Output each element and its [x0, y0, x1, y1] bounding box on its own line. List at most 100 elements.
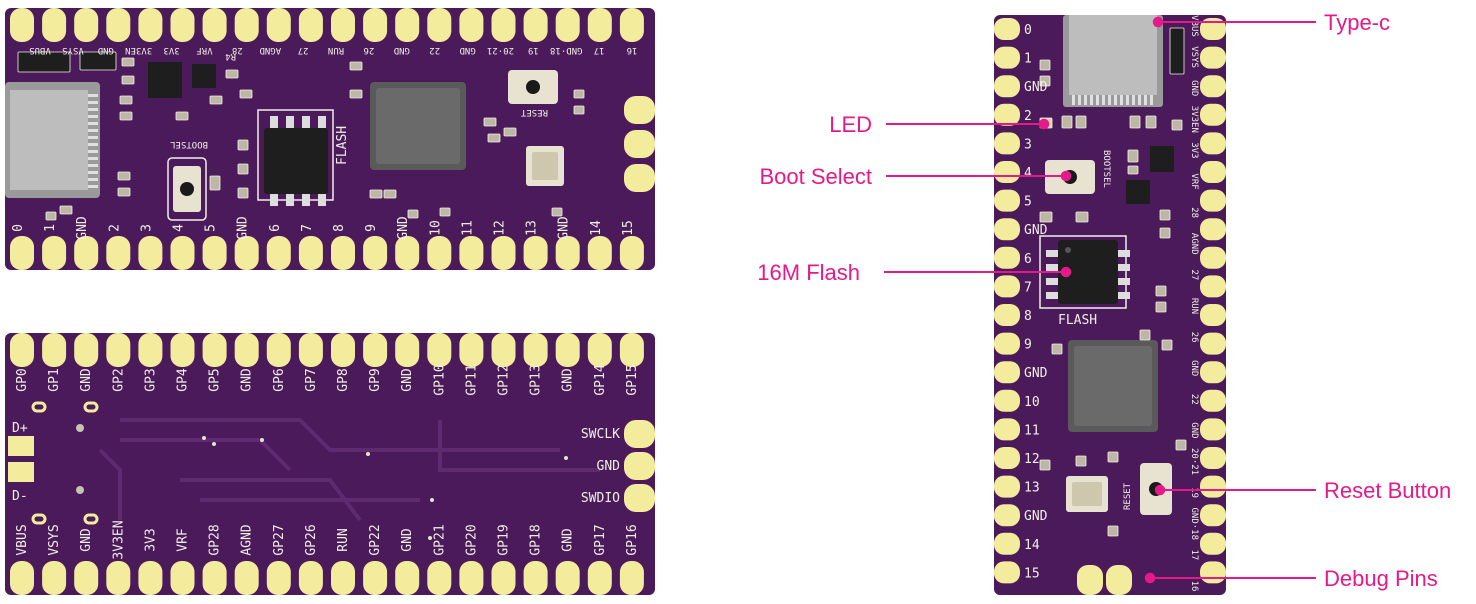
- smd-component: [1129, 115, 1141, 129]
- regulator: [148, 62, 182, 98]
- smd-component: [1127, 165, 1139, 175]
- pin-pad: [138, 8, 163, 42]
- smd-component: [237, 163, 249, 175]
- pin-pad: [331, 236, 355, 270]
- pin-pad: [234, 333, 259, 367]
- top-board-bottom-label: 1: [43, 224, 58, 232]
- smd-component: [1159, 227, 1171, 239]
- side-board-left-label: 5: [1024, 195, 1032, 210]
- pin-pad: [491, 561, 516, 595]
- swdio-label: SWDIO: [581, 491, 620, 506]
- side-board-right-label: GND: [1189, 80, 1199, 96]
- bottom-board-top-label: GP0: [15, 368, 30, 391]
- test-point: [83, 401, 99, 413]
- usb-contact: [88, 115, 98, 118]
- pin-pad: [1200, 304, 1226, 326]
- rp2040-chip-top: [1074, 346, 1152, 426]
- pin-pad: [331, 8, 355, 42]
- pin-pad: [523, 333, 548, 367]
- side-board-right-label: 17: [1189, 549, 1199, 560]
- top-board-top-label: 17: [594, 45, 605, 55]
- pin-pad: [266, 236, 291, 270]
- via: [76, 424, 84, 432]
- pin-pad: [202, 333, 227, 367]
- top-board-bottom-label: 2: [107, 224, 122, 232]
- usb-contact: [88, 164, 98, 167]
- smd-component: [119, 95, 133, 105]
- flash-leg: [270, 194, 278, 206]
- pin-pad: [994, 18, 1020, 40]
- pin-pad: [994, 504, 1020, 527]
- flash-pin1-mark: [1065, 247, 1071, 253]
- smd-component: [1171, 119, 1183, 131]
- side-board-right-label: 19: [1189, 487, 1199, 498]
- pin-pad: [170, 236, 195, 270]
- rp2040-chip-top: [376, 88, 460, 164]
- pin-pad: [74, 236, 99, 270]
- pin-pad: [459, 333, 484, 367]
- flash-leg: [1118, 278, 1130, 285]
- bottom-board-bottom-label: GP16: [625, 524, 640, 555]
- smd-component: [1061, 115, 1073, 129]
- side-board-left-label: 12: [1024, 452, 1040, 467]
- bottom-board-top-label: GND: [400, 368, 415, 392]
- top-board-smd-parts: [17, 51, 585, 221]
- pin-pad: [1200, 361, 1226, 384]
- smd-component: [209, 175, 221, 191]
- usb-dm-label: D-: [12, 489, 28, 504]
- pin-pad: [234, 236, 259, 270]
- smd-component: [79, 51, 117, 71]
- smd-component: [383, 189, 397, 199]
- smd-component: [17, 51, 71, 73]
- top-board-top-label: GND·18: [550, 45, 583, 55]
- pcb-trace: [180, 478, 362, 522]
- smd-component: [239, 89, 253, 99]
- bottom-board-top-label: GP13: [529, 364, 544, 395]
- top-board-bottom-label: 8: [332, 224, 347, 232]
- usb-contact: [1078, 95, 1081, 105]
- pin-pad: [994, 304, 1020, 326]
- smd-component: [407, 209, 419, 219]
- pin-pad: [491, 333, 516, 367]
- pin-pad: [74, 561, 99, 595]
- reset-label: RESET: [520, 107, 548, 117]
- bottom-board-top-label: GND: [240, 368, 255, 392]
- smd-component: [1161, 339, 1173, 351]
- smd-component: [119, 111, 133, 121]
- type-c-callout: Type-c: [1324, 10, 1390, 35]
- side-board-right-label: 16: [1189, 581, 1199, 592]
- usb-contact: [88, 143, 98, 146]
- pin-pad: [1200, 132, 1226, 155]
- smd-component: [1075, 211, 1089, 223]
- smd-component: [1127, 149, 1139, 163]
- pin-pad: [138, 333, 163, 367]
- smd-component: [1155, 285, 1167, 297]
- pin-pad: [106, 333, 131, 367]
- pin-pad: [555, 236, 580, 270]
- top-board-top-label: VBUS: [29, 45, 51, 55]
- pin-pad: [138, 561, 163, 595]
- top-board-bottom-label: 14: [589, 220, 604, 236]
- top-board-top-label: 20·21: [487, 45, 514, 55]
- pin-pad: [1200, 475, 1226, 498]
- smd-component: [1039, 75, 1051, 87]
- pin-pad: [363, 236, 388, 270]
- bottom-board-pcb: [5, 333, 655, 595]
- top-board-top-label: 27: [298, 45, 309, 55]
- bottom-board-bottom-label: GP27: [272, 524, 287, 555]
- pin-pad: [234, 8, 259, 42]
- debug-pins-callout: Debug Pins: [1324, 566, 1438, 591]
- pin-pad: [266, 561, 291, 595]
- usb-contact: [88, 94, 98, 97]
- top-board-pads-bottom: [10, 236, 644, 270]
- pin-pad: [587, 8, 612, 42]
- pin-pad: [10, 561, 34, 595]
- pin-pad: [619, 236, 644, 270]
- flash-leg: [1118, 250, 1130, 257]
- rev-label: R4: [225, 51, 236, 61]
- flash-label: FLASH: [335, 126, 350, 165]
- side-board-left-label: GND: [1024, 366, 1048, 381]
- pin-pad: [994, 132, 1020, 155]
